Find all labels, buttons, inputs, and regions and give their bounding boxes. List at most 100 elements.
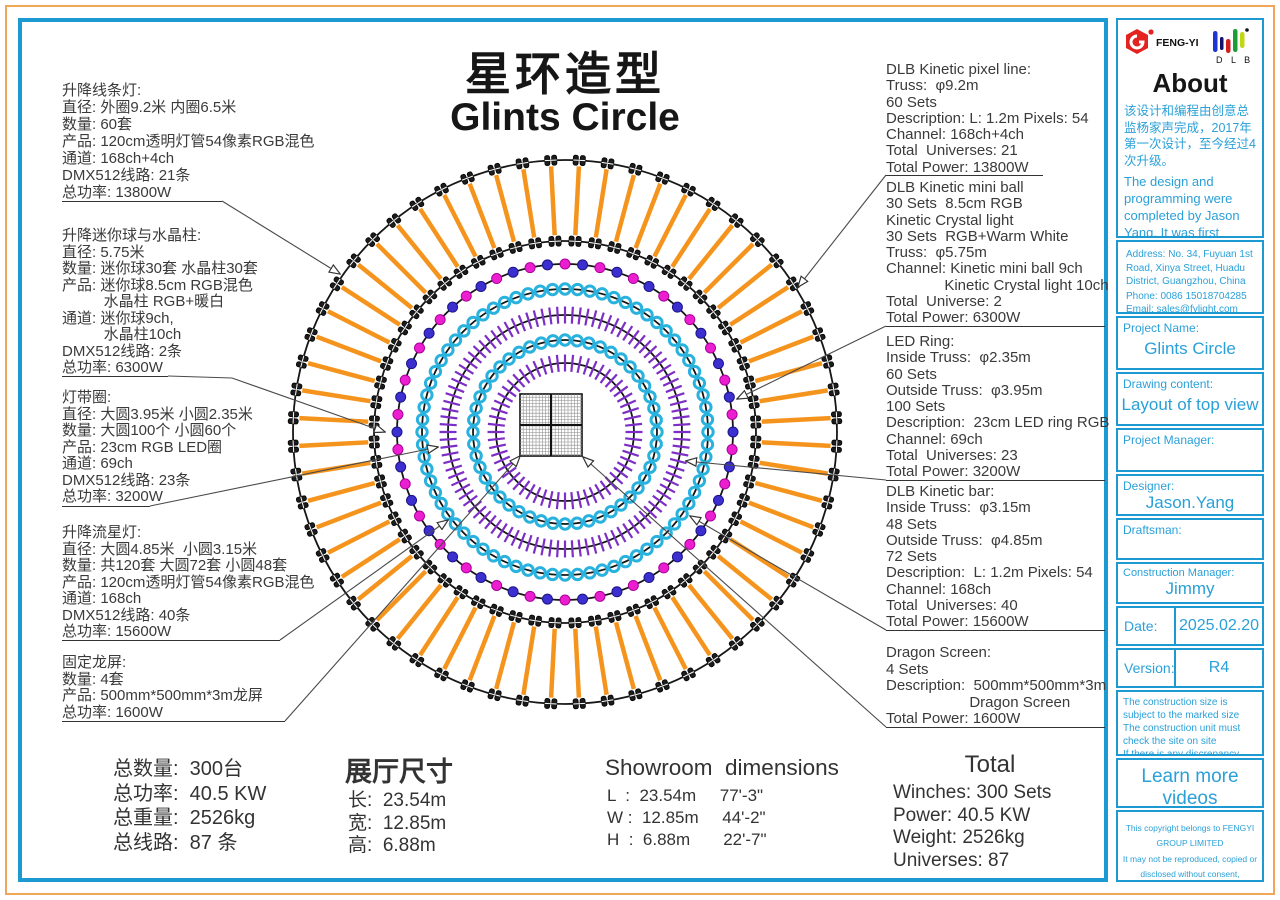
text-line: 宽: 12.85m bbox=[348, 812, 447, 834]
text-line: W : 12.85m 44'-2" bbox=[607, 808, 766, 827]
leader-underline bbox=[62, 201, 222, 202]
construction-notes: The construction size is subject to the … bbox=[1118, 692, 1262, 754]
title-block: FENG-YI D L B About 该设计和编程由创意总监杨家声完成，201… bbox=[1116, 18, 1264, 882]
text-line: Dragon Screen bbox=[886, 693, 1071, 711]
copyright-cell: This copyright belongs to FENGYI GROUP L… bbox=[1116, 810, 1264, 882]
text-line: 通道: 168ch bbox=[62, 590, 142, 607]
date-cell: Date: 2025.02.20 bbox=[1116, 606, 1264, 646]
leader-underline bbox=[62, 506, 150, 507]
address-cell: Address: No. 34, Fuyuan 1st Road, Xinya … bbox=[1116, 240, 1264, 314]
text-line: DMX512线路: 2条 bbox=[62, 342, 183, 360]
text-line: 4 Sets bbox=[886, 660, 929, 678]
text-line: 30 Sets 8.5cm RGB bbox=[886, 195, 1023, 213]
text-line: 100 Sets bbox=[886, 398, 946, 416]
project-manager-cell: Project Manager: bbox=[1116, 428, 1264, 472]
leader-underline bbox=[886, 480, 1105, 481]
copyright-line-2: It may not be reproduced, copied or disc… bbox=[1122, 853, 1258, 879]
text-line: Kinetic Crystal light bbox=[886, 211, 1014, 229]
date-label: Date: bbox=[1118, 608, 1176, 644]
company-address: Address: No. 34, Fuyuan 1st Road, Xinya … bbox=[1126, 249, 1253, 287]
text-line: 60 Sets bbox=[886, 365, 937, 383]
drawing-title-cn: 星环造型 bbox=[465, 48, 665, 100]
text-line: 高: 6.88m bbox=[348, 835, 436, 856]
text-line: Total Universes: 21 bbox=[886, 142, 1018, 160]
company-phone: Phone: 0086 15018704285 bbox=[1126, 290, 1247, 302]
text-line: 总功率: 6300W bbox=[62, 359, 163, 376]
text-line: 长: 23.54m bbox=[348, 790, 447, 811]
drawing-area-frame bbox=[18, 18, 1108, 882]
construction-manager-label: Construction Manager: bbox=[1123, 567, 1235, 579]
version-label: Version: bbox=[1118, 650, 1176, 686]
text-line: Description: 500mm*500mm*3m bbox=[886, 677, 1107, 694]
text-line: Truss: φ5.75m bbox=[886, 244, 987, 262]
text-line: 48 Sets bbox=[886, 515, 937, 533]
project-name-label: Project Name: bbox=[1123, 321, 1200, 335]
fengyi-logo-icon: FENG-YI bbox=[1126, 29, 1199, 54]
company-email[interactable]: Email: sales@fylight.com bbox=[1126, 304, 1238, 314]
text-line: 固定龙屏: bbox=[62, 654, 127, 671]
construction-manager-cell: Construction Manager: Jimmy bbox=[1116, 562, 1264, 604]
about-text-en: The design and programming were complete… bbox=[1124, 174, 1240, 238]
project-name-value: Glints Circle bbox=[1144, 339, 1236, 358]
annotation-meteor-cn: 升降流星灯:直径: 大圆4.85米 小圆3.15米数量: 共120套 大圆72套… bbox=[62, 524, 315, 641]
leader-underline bbox=[62, 376, 168, 377]
text-line: The construction unit must check the sit… bbox=[1123, 723, 1241, 747]
leader-underline bbox=[62, 721, 285, 722]
text-line: 总功率: 40.5 KW bbox=[113, 782, 267, 805]
text-line: 总功率: 3200W bbox=[62, 488, 163, 505]
version-cell: Version: R4 bbox=[1116, 648, 1264, 688]
text-line: 直径: 外圈9.2米 内圈6.5米 bbox=[62, 99, 237, 116]
text-line: DLB Kinetic pixel line: bbox=[886, 61, 1032, 78]
text-line: Channel: 69ch bbox=[886, 430, 983, 448]
text-line: 灯带圈: bbox=[62, 389, 112, 406]
text-line: 数量: 共120套 大圆72套 小圆48套 bbox=[62, 557, 288, 574]
text-line: Dragon Screen: bbox=[886, 644, 992, 661]
text-line: 直径: 5.75米 bbox=[62, 243, 145, 261]
leader-underline bbox=[886, 175, 1043, 176]
text-line: Description: L: 1.2m Pixels: 54 bbox=[886, 564, 1093, 582]
text-line: 60 Sets bbox=[886, 93, 937, 111]
text-line: 升降线条灯: bbox=[62, 82, 142, 99]
text-line: 总线路: 87 条 bbox=[113, 831, 238, 854]
text-line: 产品: 迷你球8.5cm RGB混色 bbox=[62, 276, 253, 294]
project-manager-label: Project Manager: bbox=[1123, 433, 1215, 447]
text-line: Total Power: 1600W bbox=[886, 710, 1021, 727]
text-line: 72 Sets bbox=[886, 548, 937, 566]
designer-label: Designer: bbox=[1123, 479, 1175, 493]
text-line: 产品: 120cm透明灯管54像素RGB混色 bbox=[62, 573, 315, 591]
version-value: R4 bbox=[1208, 659, 1230, 676]
project-name-cell: Project Name: Glints Circle bbox=[1116, 316, 1264, 370]
text-line: 总功率: 1600W bbox=[62, 703, 163, 721]
annotation-miniball-cn: 升降迷你球与水晶柱:直径: 5.75米数量: 迷你球30套 水晶柱30套产品: … bbox=[62, 227, 258, 377]
text-line: Kinetic Crystal light 10ch bbox=[886, 276, 1109, 294]
text-line: Total Power: 15600W bbox=[886, 613, 1029, 631]
text-line: 数量: 60套 bbox=[62, 116, 133, 133]
text-line: Winches: 300 Sets bbox=[893, 782, 1052, 803]
drawing-title-en: Glints Circle bbox=[450, 96, 680, 139]
svg-text:FENG-YI: FENG-YI bbox=[1156, 37, 1199, 49]
text-line: 产品: 500mm*500mm*3m龙屏 bbox=[62, 687, 263, 704]
text-line: Inside Truss: φ3.15m bbox=[886, 499, 1031, 517]
text-line: Inside Truss: φ2.35m bbox=[886, 349, 1031, 367]
annotation-dragonscreen-cn: 固定龙屏:数量: 4套产品: 500mm*500mm*3m龙屏总功率: 1600… bbox=[62, 654, 263, 721]
leader-underline bbox=[886, 630, 1105, 631]
drawing-content-cell: Drawing content: Layout of top view bbox=[1116, 372, 1264, 426]
text-line: 数量: 大圆100个 小圆60个 bbox=[62, 422, 237, 439]
svg-text:D L B: D L B bbox=[1216, 55, 1253, 65]
text-line: Weight: 2526kg bbox=[893, 827, 1025, 848]
text-line: Description: 23cm LED ring RGB bbox=[886, 414, 1110, 432]
text-line: Total Power: 13800W bbox=[886, 158, 1029, 176]
date-value: 2025.02.20 bbox=[1178, 617, 1260, 634]
text-line: Total Universes: 23 bbox=[886, 447, 1018, 465]
about-heading: About bbox=[1152, 68, 1228, 98]
designer-cell: Designer: Jason.Yang bbox=[1116, 474, 1264, 516]
text-line: DLB Kinetic bar: bbox=[886, 483, 995, 500]
text-line: Truss: φ9.2m bbox=[886, 77, 979, 95]
leader-underline bbox=[886, 326, 1105, 327]
